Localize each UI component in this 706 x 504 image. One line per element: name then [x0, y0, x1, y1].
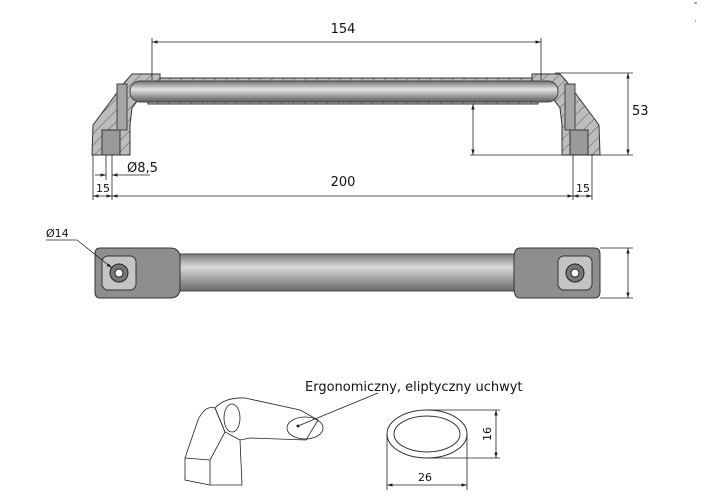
top-view: Ø14 [46, 227, 633, 299]
left-bore [116, 83, 128, 131]
elliptical-section-outer [386, 409, 468, 459]
dim-hole-diameter: Ø8,5 [127, 161, 158, 176]
dim-16: 16 [481, 427, 494, 441]
dim-53: 53 [632, 104, 649, 119]
right-screw-hole [569, 129, 589, 156]
right-bore [564, 83, 576, 131]
grip-3d-sketch [184, 397, 319, 486]
dim-15-right: 15 [576, 182, 590, 195]
dim-200: 200 [331, 175, 356, 190]
dim-154: 154 [331, 22, 356, 37]
dim-26: 26 [418, 471, 432, 484]
detail-view: Ergonomiczny, eliptyczny uchwyt 16 26 [184, 380, 523, 490]
grip-tube [129, 80, 559, 103]
dim-15-left: 15 [96, 182, 110, 195]
dim-head-diameter: Ø14 [46, 227, 69, 240]
side-view: 154 53 Ø8,5 200 15 15 [91, 22, 649, 200]
top-grip-tube [171, 253, 523, 292]
elliptical-section-inner [393, 415, 461, 453]
corner-marks [694, 2, 697, 22]
ergonomic-grip-label: Ergonomiczny, eliptyczny uchwyt [305, 380, 523, 395]
left-screw-hole [101, 129, 121, 156]
